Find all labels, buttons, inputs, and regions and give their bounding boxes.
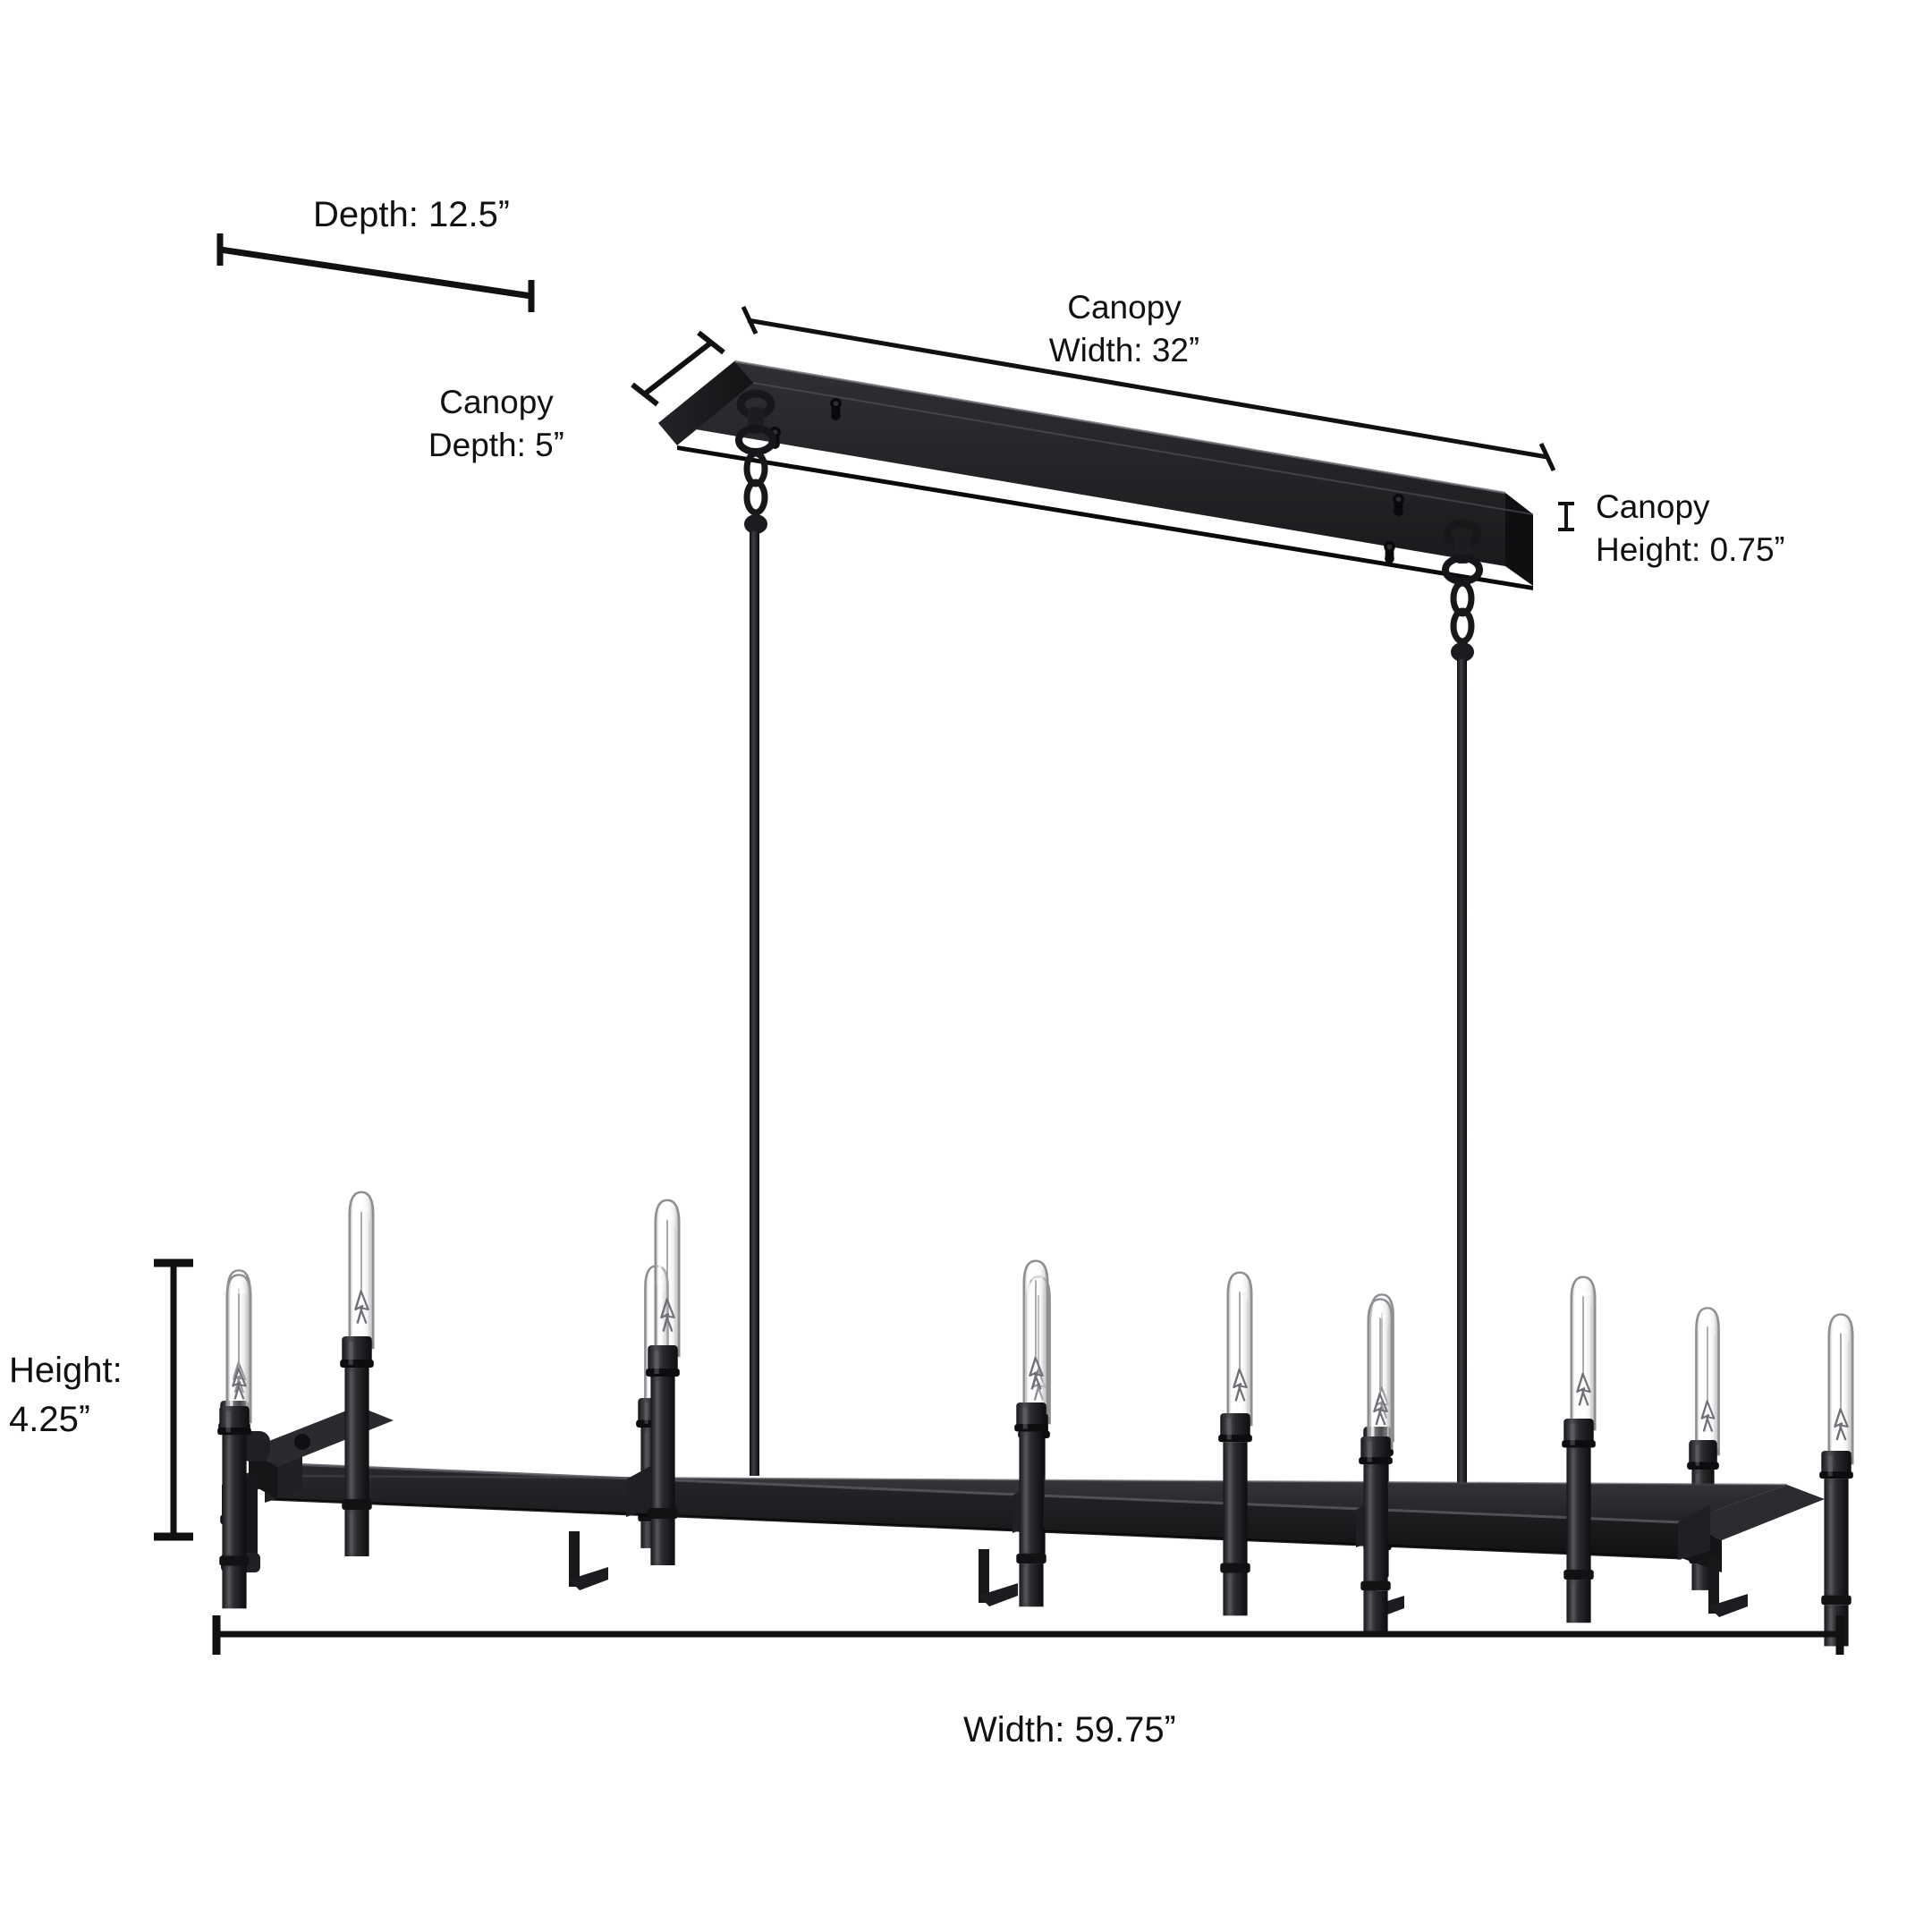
beam-front-face: [268, 1463, 1682, 1558]
rod-finial: [1451, 642, 1474, 662]
beam-tab: [1708, 1558, 1719, 1614]
canopy-width-label-line1: Canopy: [1067, 289, 1182, 326]
beam-bottom-edge: [267, 1497, 1682, 1560]
light-bulb: [1226, 1270, 1253, 1427]
canopy-width-dimension-line: [741, 305, 1556, 472]
depth-label: Depth: 12.5ˮ: [313, 195, 510, 234]
canopy-back-edge-highlight: [752, 382, 1534, 515]
rod-finial: [744, 514, 767, 534]
chain-link: [743, 479, 768, 516]
canopy-left-end: [658, 361, 753, 445]
downrod: [1457, 659, 1467, 1500]
beam-right-return-top: [1682, 1485, 1825, 1540]
height-label-line1: Height:: [9, 1351, 123, 1390]
bulb-socket: [1562, 1419, 1596, 1623]
chain-link: [1450, 607, 1475, 645]
arm-bracket-bolt: [294, 1434, 310, 1450]
light-bulb: [1827, 1312, 1854, 1466]
canopy-width-label-line2: Width: 32ˮ: [1049, 332, 1200, 369]
canopy-screw-slot: [1384, 540, 1395, 564]
canopy-height-label-line2: Height: 0.75ˮ: [1596, 531, 1785, 568]
canopy-height-label-line1: Canopy: [1596, 488, 1710, 525]
bulb-socket: [1218, 1413, 1252, 1616]
canopy-depth-label-line1: Canopy: [439, 384, 554, 420]
light-bulb: [1570, 1275, 1597, 1431]
width-dimension-line: [212, 1615, 1844, 1655]
canopy-right-end: [1505, 493, 1533, 586]
canopy-depth-dimension-line: [631, 330, 725, 407]
light-bulb: [1022, 1258, 1049, 1415]
height-label-line2: 4.25ˮ: [9, 1400, 90, 1439]
height-dimension-line: [154, 1258, 193, 1541]
light-bulb: [1367, 1297, 1394, 1451]
arm-pivot-knuckle: [240, 1431, 270, 1462]
height-dimension: Height: 4.25ˮ: [9, 1258, 193, 1541]
width-dimension: Width: 59.75ˮ: [212, 1615, 1844, 1750]
bulb-socket: [646, 1345, 680, 1565]
light-bulb: [654, 1199, 681, 1358]
canopy-width-dimension: Canopy Width: 32ˮ: [741, 289, 1556, 472]
canopy-front-face: [658, 361, 1505, 566]
canopy-screw-slot: [1393, 493, 1404, 516]
suspension-right: [1442, 519, 1483, 1500]
canopy-depth-dimension: Canopy Depth: 5ˮ: [428, 330, 725, 463]
beam-bracket: [1678, 1504, 1710, 1560]
bulb-socket: [1014, 1402, 1048, 1607]
bulb-socket: [340, 1336, 374, 1556]
beam-tab: [569, 1531, 580, 1587]
beam-tab-foot: [569, 1567, 608, 1590]
canopy: [658, 360, 1534, 590]
canopy-height-dimension: Canopy Height: 0.75ˮ: [1558, 488, 1785, 568]
canopy-depth-label-line2: Depth: 5ˮ: [428, 427, 564, 463]
bulb-socket: [217, 1406, 251, 1609]
light-bulb: [225, 1273, 252, 1425]
bulb-socket: [1359, 1436, 1393, 1632]
beam-tab: [979, 1549, 989, 1603]
canopy-screw-slot: [830, 397, 842, 420]
depth-dimension: Depth: 12.5ˮ: [216, 195, 535, 312]
beam-top-highlight: [267, 1462, 1682, 1524]
depth-dimension-line: [216, 233, 535, 312]
width-label: Width: 59.75ˮ: [963, 1710, 1176, 1750]
canopy-underside: [677, 445, 1533, 590]
canopy-top-edge-highlight: [733, 360, 1506, 495]
light-bulb: [348, 1191, 375, 1350]
canopy-height-dimension-line: [1558, 502, 1574, 531]
suspension-left: [735, 389, 776, 1476]
light-bulb: [1694, 1306, 1721, 1456]
beam-tab-foot: [1708, 1594, 1748, 1617]
downrod: [750, 531, 759, 1476]
beam-tab-foot: [979, 1583, 1018, 1606]
